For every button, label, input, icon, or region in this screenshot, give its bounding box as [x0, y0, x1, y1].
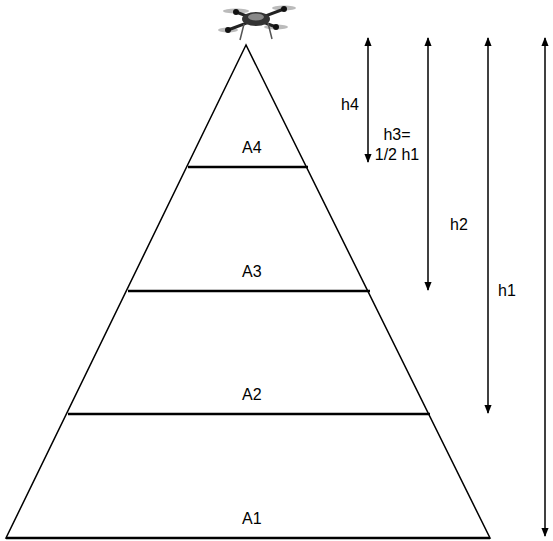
section-label: A2 [242, 385, 262, 405]
dimension-arrow [367, 38, 369, 162]
dimension-arrow [544, 38, 546, 536]
section-line [68, 413, 430, 416]
section-label: A1 [242, 509, 262, 529]
section-line [128, 290, 370, 293]
section-label: A4 [242, 138, 262, 158]
section-line [188, 166, 308, 169]
dimension-arrow [427, 38, 429, 290]
height-label: h1 [498, 281, 516, 301]
height-label: h4 [341, 95, 359, 115]
height-label: h3= 1/2 h1 [373, 125, 421, 165]
base-line [6, 537, 490, 540]
section-label: A3 [242, 262, 262, 282]
drone-picture [218, 6, 296, 41]
triangle-outline [6, 45, 490, 538]
dimension-arrow [487, 38, 489, 413]
height-label: h2 [450, 215, 468, 235]
